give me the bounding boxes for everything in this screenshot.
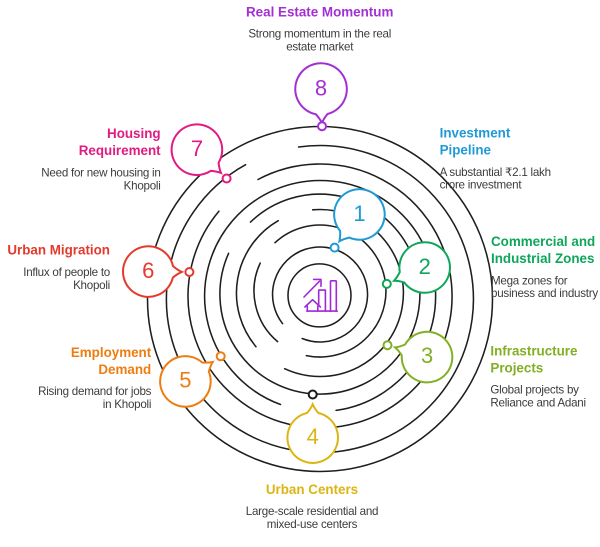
- svg-text:in Khopoli: in Khopoli: [103, 398, 151, 411]
- svg-text:Housing: Housing: [107, 126, 161, 141]
- svg-text:Demand: Demand: [98, 362, 151, 377]
- svg-text:Pipeline: Pipeline: [440, 143, 491, 158]
- svg-text:Large-scale residential and: Large-scale residential and: [246, 505, 378, 518]
- svg-text:mixed-use centers: mixed-use centers: [267, 518, 358, 531]
- svg-text:Real Estate Momentum: Real Estate Momentum: [246, 4, 393, 19]
- svg-text:7: 7: [191, 136, 203, 161]
- svg-text:Infrastructure: Infrastructure: [490, 343, 577, 358]
- svg-text:estate market: estate market: [286, 41, 354, 54]
- svg-text:Employment: Employment: [71, 345, 152, 360]
- svg-text:3: 3: [421, 343, 433, 368]
- svg-text:Mega zones for: Mega zones for: [491, 274, 568, 287]
- svg-text:crore investment: crore investment: [440, 179, 523, 192]
- svg-text:Need for new housing in: Need for new housing in: [41, 167, 160, 180]
- svg-text:Reliance and Adani: Reliance and Adani: [490, 396, 585, 409]
- svg-text:Influx of people to: Influx of people to: [23, 266, 110, 279]
- svg-text:Commercial and: Commercial and: [491, 234, 595, 249]
- svg-text:5: 5: [179, 368, 191, 393]
- svg-text:2: 2: [419, 254, 431, 279]
- svg-text:Urban Migration: Urban Migration: [7, 243, 110, 258]
- svg-text:Global projects by: Global projects by: [490, 384, 579, 397]
- svg-text:8: 8: [315, 75, 327, 100]
- svg-text:Strong momentum in the real: Strong momentum in the real: [248, 28, 391, 41]
- svg-text:Khopoli: Khopoli: [73, 279, 110, 292]
- svg-text:Projects: Projects: [490, 360, 543, 375]
- svg-text:1: 1: [353, 201, 365, 226]
- svg-text:4: 4: [307, 424, 319, 449]
- svg-text:6: 6: [142, 258, 154, 283]
- svg-text:Khopoli: Khopoli: [124, 179, 161, 192]
- svg-text:Industrial Zones: Industrial Zones: [491, 251, 594, 266]
- svg-text:business and industry: business and industry: [491, 287, 598, 300]
- svg-text:Rising demand for jobs: Rising demand for jobs: [38, 385, 152, 398]
- svg-text:Urban Centers: Urban Centers: [266, 482, 358, 497]
- svg-text:Requirement: Requirement: [79, 143, 161, 158]
- svg-text:A substantial ₹2.1 lakh: A substantial ₹2.1 lakh: [440, 166, 551, 179]
- svg-text:Investment: Investment: [440, 126, 511, 141]
